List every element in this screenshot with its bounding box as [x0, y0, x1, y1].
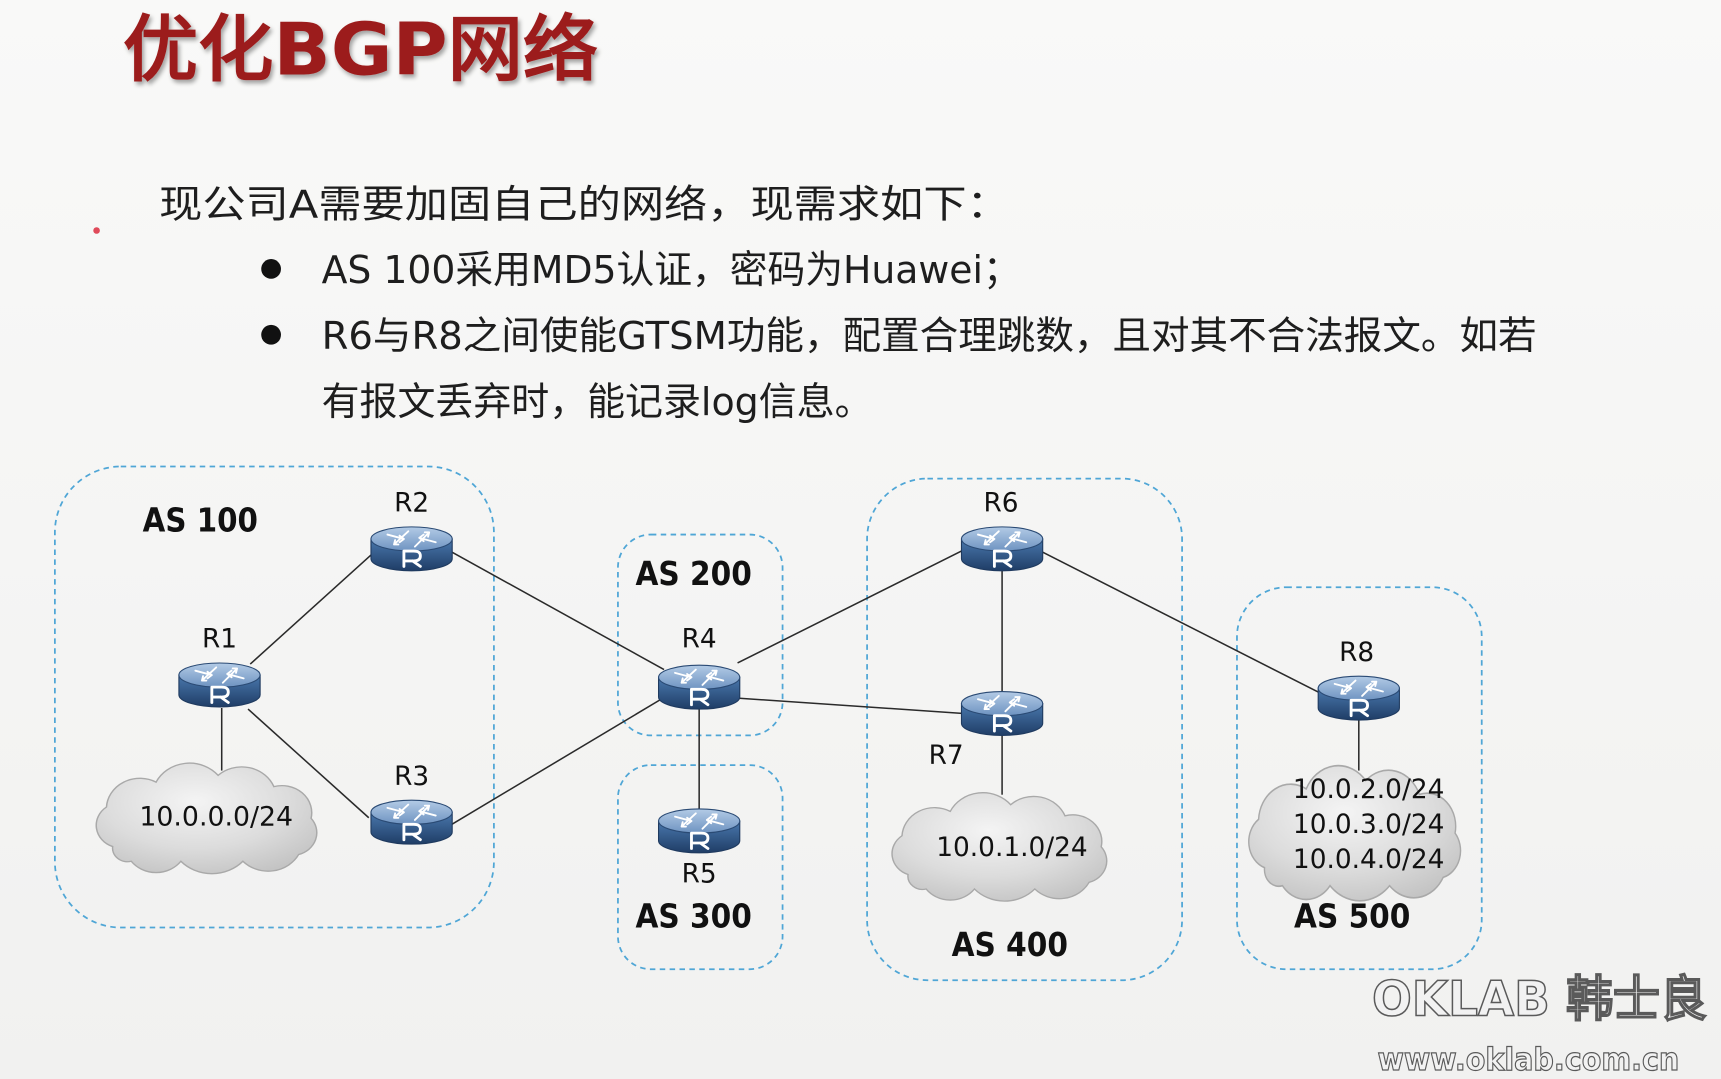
links — [220, 549, 1360, 827]
router-icon-r2 — [369, 525, 454, 573]
as-label-100: AS 100 — [143, 500, 258, 539]
slide-title: 优化BGP网络 — [123, 9, 598, 93]
network-prefix: 10.0.1.0/24 — [936, 833, 1087, 863]
link-r2-r4 — [449, 550, 665, 671]
as-500-boundary — [1236, 586, 1483, 971]
router-icon-r4 — [657, 663, 742, 711]
network-prefix: 10.0.4.0/24 — [1293, 845, 1444, 875]
bullet-2-text-line-2: 有报文丢弃时，能记录log信息。 — [322, 380, 873, 425]
as-label-300: AS 300 — [635, 897, 751, 936]
network-prefix: 10.0.3.0/24 — [1293, 810, 1444, 840]
router-icon-r8 — [1316, 674, 1401, 722]
router-icon-r5 — [657, 807, 742, 855]
link-r6-r8 — [1040, 550, 1322, 695]
router-label-r7: R7 — [929, 741, 964, 771]
as-400-boundary — [866, 477, 1183, 982]
router-label-r5: R5 — [682, 860, 717, 890]
as-200-boundary — [617, 533, 784, 737]
as-label-500: AS 500 — [1294, 897, 1410, 936]
router-icon-r1 — [177, 661, 262, 709]
bullet-dot-icon — [261, 324, 281, 345]
router-icon-r7 — [960, 690, 1045, 737]
bullet-2-text-line-1: R6与R8之间使能GTSM功能，配置合理跳数，且对其不合法报文。如若 — [322, 314, 1537, 359]
router-label-r6: R6 — [983, 489, 1018, 519]
watermark-brand: OKLAB 韩士良 — [1372, 971, 1707, 1027]
bullet-dot-icon — [261, 259, 281, 279]
link-r4-r7 — [737, 697, 964, 715]
router-label-r1: R1 — [202, 625, 237, 655]
router-icon-r3 — [369, 798, 454, 846]
router-label-r3: R3 — [394, 762, 429, 792]
link-r4-r6 — [737, 549, 965, 664]
bullet-1-text: AS 100采用MD5认证，密码为Huawei； — [322, 248, 1021, 293]
network-prefix: 10.0.0.0/24 — [139, 802, 293, 832]
intro-text: 现公司A需要加固自己的网络，现需求如下： — [159, 182, 1010, 227]
as-label-200: AS 200 — [635, 554, 751, 593]
pointer-dot — [93, 227, 100, 234]
as-label-400: AS 400 — [952, 925, 1068, 964]
as-100-boundary — [54, 465, 495, 929]
router-label-r2: R2 — [394, 489, 429, 519]
link-r1-r2 — [249, 550, 376, 665]
network-prefix: 10.0.2.0/24 — [1293, 775, 1444, 805]
router-label-r8: R8 — [1339, 638, 1374, 668]
router-icon-r6 — [960, 525, 1045, 573]
watermark-url: www.oklab.com.cn — [1377, 1042, 1679, 1078]
router-label-r4: R4 — [682, 625, 717, 655]
link-r3-r4 — [449, 697, 664, 827]
as-300-boundary — [617, 764, 784, 971]
link-r1-r3 — [247, 708, 370, 819]
